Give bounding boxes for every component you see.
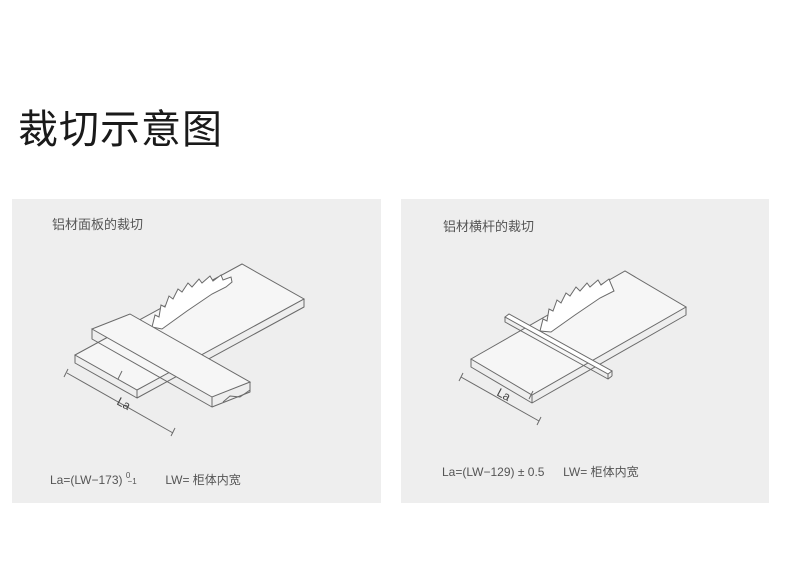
dimension-la [63,368,176,437]
panel-rail-cutting: 铝材横杆的裁切 La La=(LW−129) ± 0.5 LW= 柜体内宽 [401,199,769,503]
tolerance: 0 −1 [125,471,137,486]
panel-label: 铝材横杆的裁切 [443,220,535,235]
tolerance: ± 0.5 [517,465,545,479]
formula-la: La=(LW−129) [442,465,515,479]
panel-cutting-drawing: La [63,263,306,437]
dimension-label: La [115,394,134,413]
formula-panel: La=(LW−173) 0 −1 LW= 柜体内宽 [50,471,241,488]
formula-la: La=(LW−173) [50,473,123,487]
saw-blade [151,274,233,330]
rail-cutting-drawing: La [458,270,687,426]
formula-lw: LW= 柜体内宽 [563,465,639,479]
dimension-label: La [495,385,514,404]
formula-rail: La=(LW−129) ± 0.5 LW= 柜体内宽 [442,463,639,480]
rail-bar-edge [504,317,609,380]
panel-panel-cutting: 铝材面板的裁切 La La=(LW−173) 0 −1 LW= 柜体内宽 [12,199,381,503]
panel-label: 铝材面板的裁切 [52,218,144,233]
saw-blade [539,278,615,333]
formula-lw: LW= 柜体内宽 [165,473,241,487]
dimension-la [458,372,542,426]
page-title: 裁切示意图 [18,107,223,153]
